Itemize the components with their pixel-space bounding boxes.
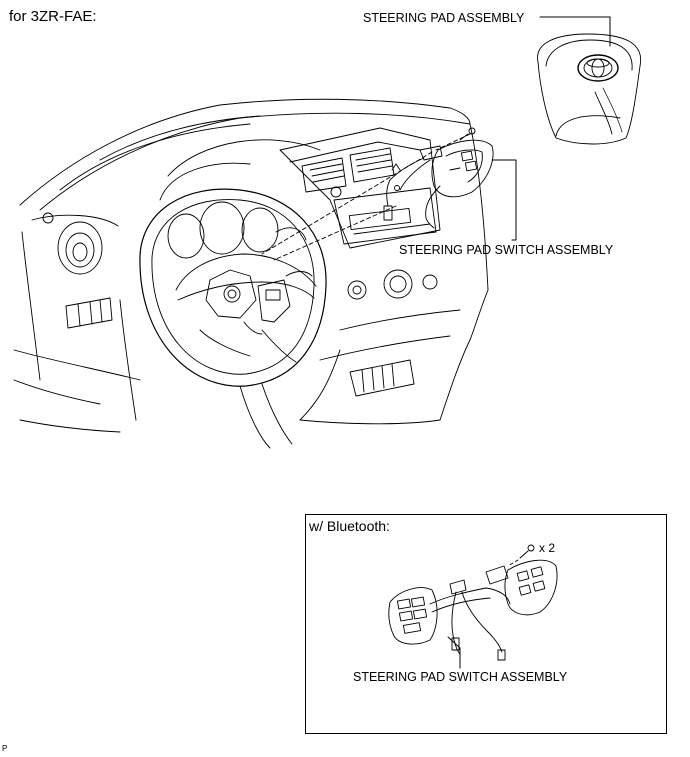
inset-switch-drawing bbox=[389, 545, 557, 660]
screw-count-label: x 2 bbox=[539, 541, 556, 555]
switch-assembly-drawing bbox=[262, 128, 493, 260]
dashboard-drawing bbox=[14, 99, 488, 432]
illustration-code: P bbox=[2, 744, 8, 753]
inset-title: w/ Bluetooth: bbox=[309, 518, 390, 534]
leader-lines bbox=[448, 17, 610, 668]
steering-pad-switch-assembly-label: STEERING PAD SWITCH ASSEMBLY bbox=[399, 243, 614, 257]
diagram-title: for 3ZR-FAE: bbox=[9, 8, 97, 25]
steering-pad-assembly-label: STEERING PAD ASSEMBLY bbox=[363, 11, 525, 25]
steering-pad-drawing bbox=[538, 34, 641, 144]
steering-wheel-drawing bbox=[140, 189, 326, 448]
inset-switch-assembly-label: STEERING PAD SWITCH ASSEMBLY bbox=[353, 670, 568, 684]
bluetooth-inset-frame bbox=[305, 514, 667, 734]
